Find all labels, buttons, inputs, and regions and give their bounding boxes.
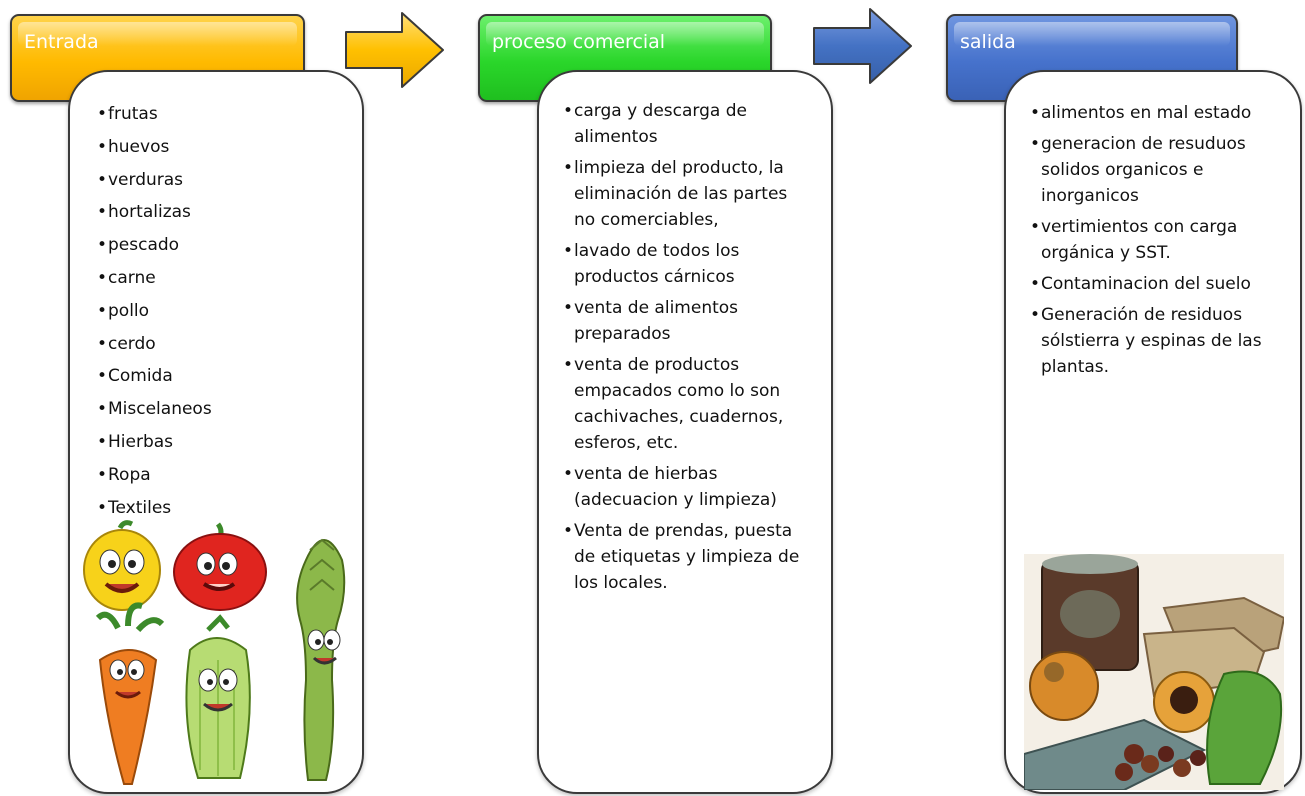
list-item: carne	[97, 262, 347, 295]
list-item: Contaminacion del suelo	[1030, 271, 1290, 297]
yellow-pepper-icon	[83, 520, 161, 611]
zucchini-icon	[185, 614, 251, 779]
list-item: Venta de prendas, puesta de etiquetas y …	[563, 518, 813, 596]
cartoon-vegetables-illustration	[83, 520, 346, 785]
list-item: venta de alimentos preparados	[563, 295, 813, 347]
list-item: hortalizas	[97, 196, 347, 229]
list-item: limpieza del producto, la eliminación de…	[563, 155, 813, 233]
list-item: Hierbas	[97, 426, 347, 459]
list-item: Ropa	[97, 459, 347, 492]
spoiled-food-photo	[1024, 554, 1284, 790]
salida-list: alimentos en mal estado generacion de re…	[1030, 100, 1290, 385]
list-item: pollo	[97, 295, 347, 328]
list-item: Generación de residuos sólstierra y espi…	[1030, 302, 1290, 380]
list-item: generacion de resuduos solidos organicos…	[1030, 131, 1290, 209]
list-item: frutas	[97, 98, 347, 131]
red-pepper-icon	[173, 522, 267, 611]
entrada-box: frutas huevos verduras hortalizas pescad…	[68, 70, 364, 794]
salida-box: alimentos en mal estado generacion de re…	[1004, 70, 1302, 794]
salida-title: salida	[960, 31, 1016, 53]
list-item: venta de hierbas (adecuacion y limpieza)	[563, 461, 813, 513]
list-item: huevos	[97, 131, 347, 164]
entrada-list: frutas huevos verduras hortalizas pescad…	[97, 98, 347, 524]
list-item: Textiles	[97, 492, 347, 525]
proceso-list: carga y descarga de alimentos limpieza d…	[563, 98, 813, 601]
arrow-right-icon	[813, 8, 912, 84]
arrow-right-icon	[345, 12, 444, 88]
proceso-title: proceso comercial	[492, 31, 666, 53]
asparagus-icon	[296, 538, 346, 781]
list-item: Miscelaneos	[97, 393, 347, 426]
proceso-box: carga y descarga de alimentos limpieza d…	[537, 70, 833, 794]
list-item: alimentos en mal estado	[1030, 100, 1290, 126]
list-item: Comida	[97, 360, 347, 393]
list-item: lavado de todos los productos cárnicos	[563, 238, 813, 290]
list-item: pescado	[97, 229, 347, 262]
list-item: cerdo	[97, 328, 347, 361]
carrot-icon	[95, 602, 165, 785]
list-item: carga y descarga de alimentos	[563, 98, 813, 150]
entrada-title: Entrada	[24, 31, 99, 53]
list-item: vertimientos con carga orgánica y SST.	[1030, 214, 1290, 266]
list-item: verduras	[97, 164, 347, 197]
list-item: venta de productos empacados como lo son…	[563, 352, 813, 456]
